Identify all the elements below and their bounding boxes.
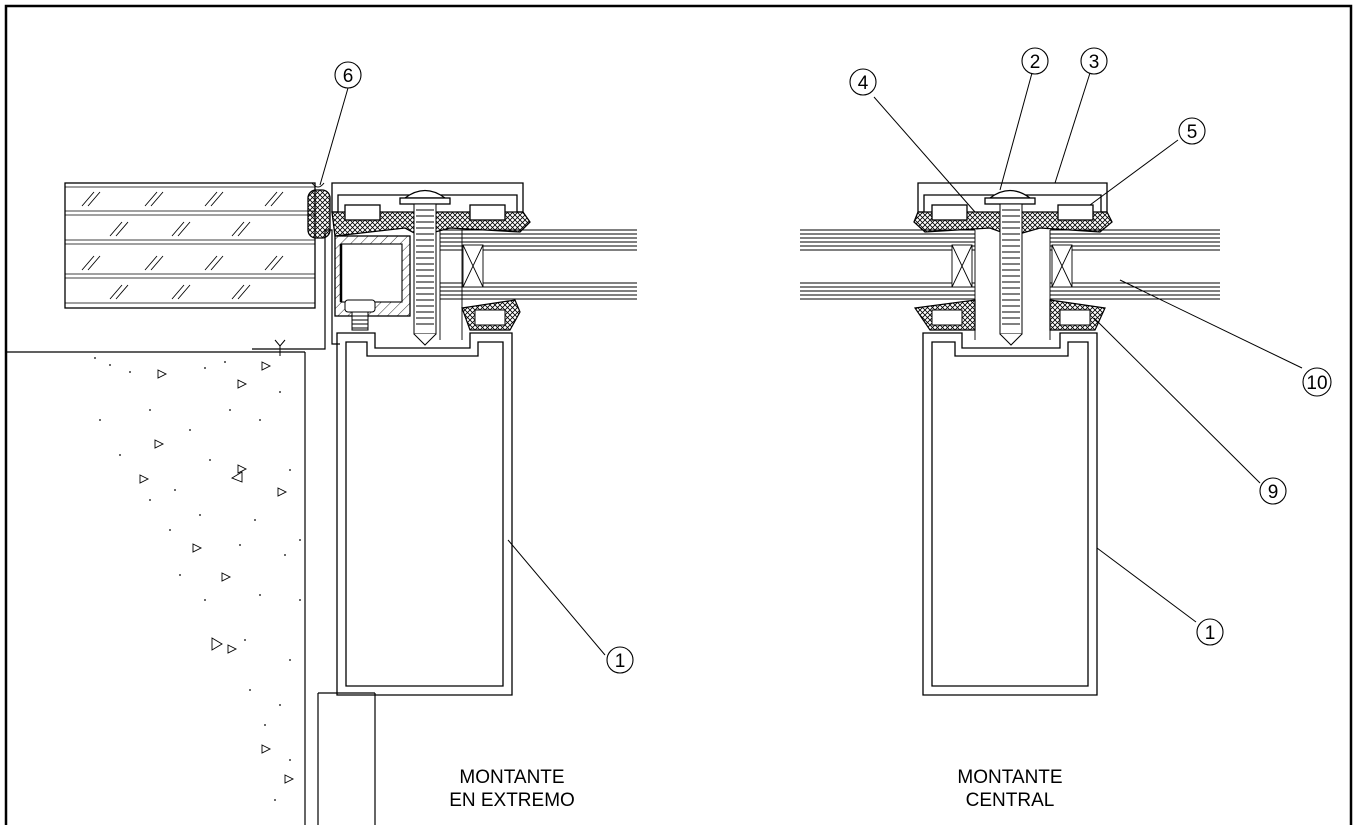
svg-text:1: 1 [1205,623,1216,644]
caption-right: MONTANTE CENTRAL [957,767,1062,811]
bottom-gasket-left [461,299,521,331]
detail-montante-extremo [6,87,637,825]
leader-1-left [507,539,606,656]
caption-left-line1: MONTANTE [459,767,564,788]
mullion-profile-left [336,332,513,696]
glazing-unit-right [800,229,1220,340]
lower-post [317,692,376,825]
callout-9: 9 [1259,477,1287,505]
adapter-screw [344,299,376,331]
svg-text:10: 10 [1306,373,1327,394]
caption-left: MONTANTE EN EXTREMO [449,767,575,811]
leader-6 [319,87,349,186]
concrete-wall [6,351,306,825]
central-screw-left [413,203,437,346]
mullion-profile-central [922,332,1098,696]
svg-text:4: 4 [858,73,869,94]
svg-text:5: 5 [1187,122,1198,143]
callout-6: 6 [334,61,362,89]
detail-montante-central [800,72,1303,696]
svg-text:6: 6 [343,66,354,87]
edge-flashing [252,229,340,350]
edge-sealant [307,182,331,239]
callout-2: 2 [1021,47,1049,75]
central-screw-central [999,203,1023,346]
svg-text:1: 1 [615,651,626,672]
callout-1-central: 1 [1196,618,1224,646]
callout-5: 5 [1178,117,1206,145]
callouts: 6 1 4 2 3 5 10 9 [334,47,1332,674]
callout-4: 4 [849,68,877,96]
caption-right-line2: CENTRAL [966,790,1055,811]
callout-10: 10 [1302,367,1332,397]
svg-text:3: 3 [1089,52,1100,73]
caption-right-line1: MONTANTE [957,767,1062,788]
drawing-frame [4,4,1353,825]
bottom-gaskets-central [913,299,1106,331]
svg-text:9: 9 [1268,482,1279,503]
callout-3: 3 [1080,47,1108,75]
callout-1-left: 1 [606,646,634,674]
leaders-central [873,72,1303,623]
edge-panel [64,182,316,309]
svg-text:2: 2 [1030,52,1041,73]
caption-left-line2: EN EXTREMO [449,790,575,811]
glazing-unit-left [439,229,637,340]
